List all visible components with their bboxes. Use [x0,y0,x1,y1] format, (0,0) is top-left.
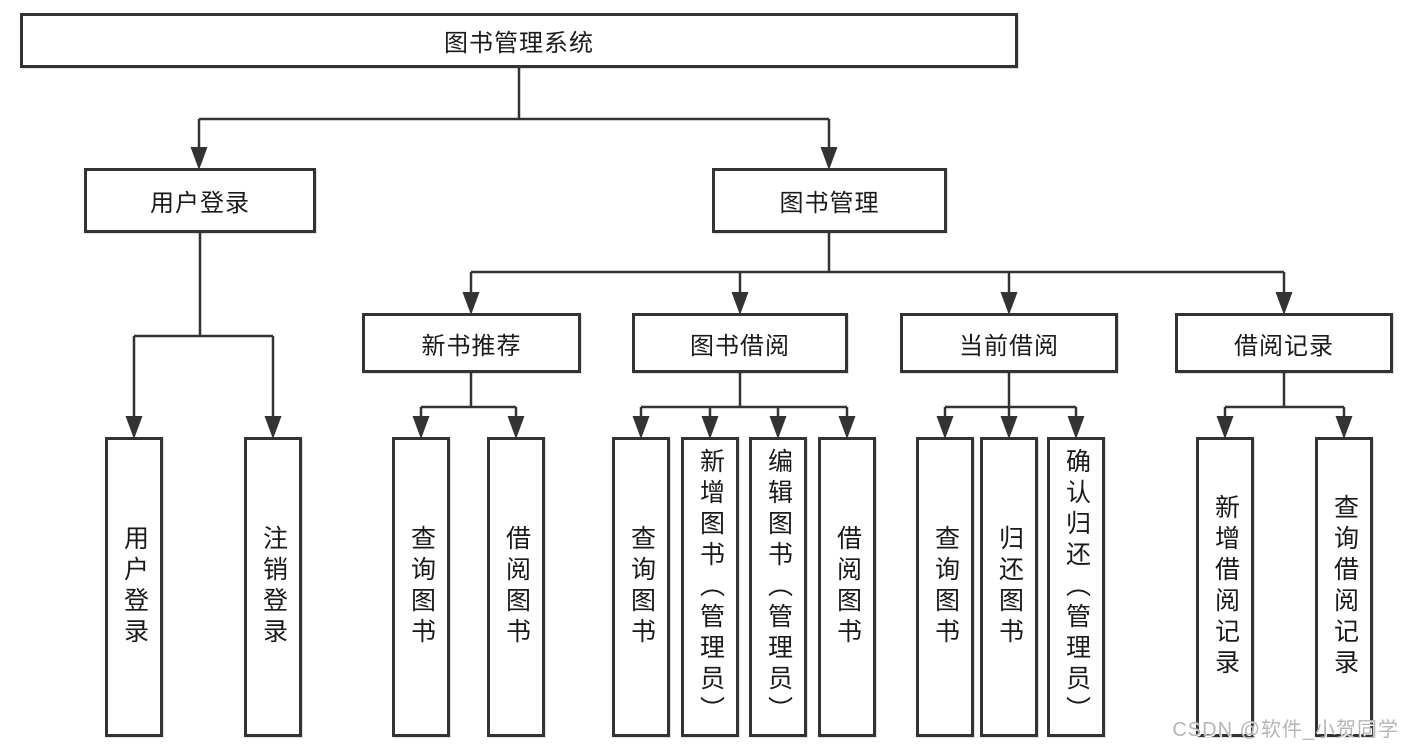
arrow-down-icon [769,416,787,439]
node-book-management: 图书管理 [712,168,947,233]
node-leaf-add-borrow-record: 新增借阅记录 [1196,437,1254,737]
node-leaf-return-books: 归还图书 [980,437,1038,737]
node-root-system: 图书管理系统 [20,13,1018,68]
node-leaf-borrow-books: 借阅图书 [487,437,545,737]
arrow-down-icon [701,416,719,439]
arrow-down-icon [820,147,838,170]
arrow-down-icon [412,416,430,439]
node-leaf-confirm-return-admin: 确认归还（管理员） [1047,437,1105,737]
node-new-book-recommend: 新书推荐 [362,313,581,373]
arrow-down-icon [1000,416,1018,439]
arrow-down-icon [190,147,208,170]
arrow-down-icon [1067,416,1085,439]
connector-lines [132,68,1346,435]
arrow-down-icon [1275,292,1293,315]
csdn-watermark: CSDN @软件_小贺同学 [1172,719,1399,741]
arrow-down-icon [632,416,650,439]
node-leaf-query-books: 查询图书 [392,437,450,737]
arrow-down-icon [936,416,954,439]
node-user-login: 用户登录 [84,168,316,233]
node-leaf-borrow-books: 借阅图书 [818,437,876,737]
arrow-down-icon [125,416,143,439]
node-leaf-user-login: 用户登录 [105,437,163,737]
arrow-down-icon [1000,292,1018,315]
node-leaf-query-books: 查询图书 [612,437,670,737]
node-leaf-query-borrow-record: 查询借阅记录 [1315,437,1373,737]
node-leaf-logout: 注销登录 [244,437,302,737]
arrow-down-icon [507,416,525,439]
arrow-down-icon [731,292,749,315]
node-book-borrow: 图书借阅 [632,313,848,373]
arrow-down-icon [462,292,480,315]
arrow-down-icon [838,416,856,439]
node-leaf-add-books-admin: 新增图书（管理员） [681,437,739,737]
node-borrow-record: 借阅记录 [1175,313,1393,373]
arrow-down-icon [1216,416,1234,439]
node-leaf-edit-books-admin: 编辑图书（管理员） [749,437,807,737]
arrow-down-icon [264,416,282,439]
node-leaf-query-books: 查询图书 [916,437,974,737]
arrow-down-icon [1335,416,1353,439]
node-current-borrow: 当前借阅 [900,313,1118,373]
